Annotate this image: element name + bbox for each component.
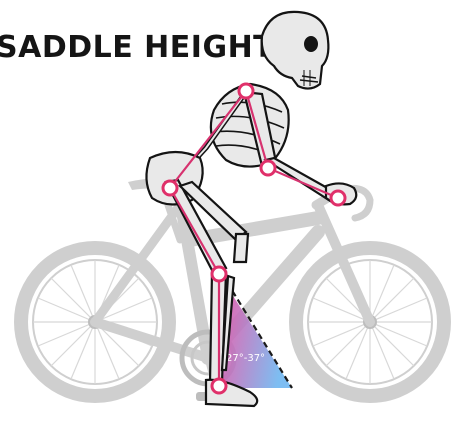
wrist-joint-marker	[331, 191, 345, 205]
far-tibia-bone	[234, 234, 248, 262]
skull	[262, 12, 329, 89]
knee-joint-marker	[212, 267, 226, 281]
knee-angle-label: 27°-37°	[226, 353, 265, 364]
elbow-joint-marker	[261, 161, 275, 175]
ankle-joint-marker	[212, 379, 226, 393]
hip-joint-marker	[163, 181, 177, 195]
shoulder-joint-marker	[239, 84, 253, 98]
